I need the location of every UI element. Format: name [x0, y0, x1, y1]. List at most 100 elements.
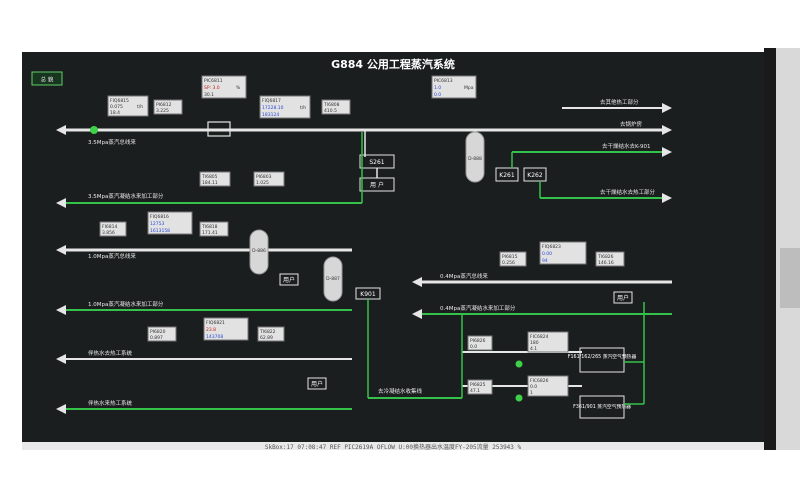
unit-k261-label: K261 — [499, 172, 515, 179]
faceplate-ti6822[interactable]: TI6822 62.89 — [257, 326, 285, 342]
unit-k261[interactable] — [495, 167, 519, 182]
unit-user[interactable] — [359, 177, 395, 192]
label-hp-steam-main: 3.5Mpa蒸汽总线来 — [88, 138, 136, 146]
process-diagram: G884 公用工程蒸汽系统 总 貌 3.5Mpa蒸汽总线来 去其他热工部分 去锅… — [31, 57, 672, 419]
bezel-top — [0, 0, 800, 52]
page-title: G884 公用工程蒸汽系统 — [331, 57, 455, 71]
overview-button[interactable] — [31, 71, 63, 86]
arrow-icon — [412, 309, 422, 319]
svg-text:0.256: 0.256 — [502, 260, 515, 266]
faceplate-fiq6816[interactable]: FIQ6816 12753 1613158 — [147, 211, 193, 235]
label-hp-condensate: 3.5Mpa蒸汽凝结水来加工部分 — [88, 192, 164, 200]
faceplate-fic6826[interactable]: FIC6826 0.0 1 — [527, 375, 569, 397]
heater-2-label: F361/901 蒸汽空气预热器 — [573, 403, 631, 410]
svg-text:PIC6813: PIC6813 — [434, 78, 453, 84]
faceplate-fi6814[interactable]: FI6814 3.856 — [99, 221, 127, 237]
faceplate-pi6815[interactable]: PI6815 0.256 — [499, 251, 527, 267]
valve-icon[interactable] — [515, 360, 523, 368]
svg-text:180: 180 — [530, 340, 539, 346]
arrow-icon — [56, 245, 66, 255]
svg-text:410.5: 410.5 — [324, 108, 337, 114]
svg-text:23.8: 23.8 — [206, 327, 216, 333]
svg-text:TI6805: TI6805 — [201, 174, 218, 180]
vessel-d888[interactable] — [465, 131, 485, 183]
svg-text:4.1: 4.1 — [530, 346, 537, 352]
overview-button-label: 总 貌 — [41, 76, 54, 84]
faceplate-fiq6815[interactable]: FIQ6815 0.075 18.4 t/h — [107, 95, 149, 117]
unit-k901-label: K901 — [360, 291, 376, 298]
faceplate-fiq6817[interactable]: FIQ6817 17228.10 183124 t/h — [259, 95, 311, 119]
svg-text:FI6814: FI6814 — [102, 224, 118, 230]
faceplate-pi6803[interactable]: PI6803 1.025 — [253, 171, 285, 187]
svg-text:FIQ6815: FIQ6815 — [110, 98, 129, 104]
faceplate-fiq6821[interactable]: FIQ6821 23.8 143708 — [203, 317, 249, 341]
svg-text:183124: 183124 — [262, 112, 279, 118]
svg-text:FIQ6823: FIQ6823 — [542, 244, 561, 250]
bottom-area — [0, 450, 800, 500]
faceplate-pi6812[interactable]: PI6812 3.225 — [153, 99, 183, 115]
svg-text:TI6818: TI6818 — [201, 224, 218, 230]
svg-text:PIC6811: PIC6811 — [204, 78, 223, 84]
svg-text:FIC6824: FIC6824 — [530, 334, 549, 340]
unit-user[interactable] — [307, 377, 327, 390]
vessel-d888-label: D-888 — [468, 156, 482, 162]
heater-2[interactable] — [579, 395, 625, 419]
svg-text:3.856: 3.856 — [102, 230, 115, 236]
svg-text:PI6815: PI6815 — [502, 254, 518, 260]
faceplate-pi6825[interactable]: PI6825 47.1 — [467, 379, 493, 395]
svg-text:62.89: 62.89 — [260, 335, 273, 341]
svg-text:1: 1 — [530, 390, 533, 396]
label-hot-water-return: 伴热水来热工系统 — [88, 399, 133, 407]
label-lp-steam-main: 0.4Mpa蒸汽总线来 — [440, 272, 488, 280]
faceplate-ti6818[interactable]: TI6818 171.41 — [199, 221, 229, 237]
svg-text:30.1: 30.1 — [204, 92, 214, 98]
unit-user[interactable] — [279, 273, 299, 286]
svg-text:PI6812: PI6812 — [156, 102, 172, 108]
svg-text:FIC6826: FIC6826 — [530, 378, 549, 384]
svg-text:PI6826: PI6826 — [470, 338, 486, 344]
svg-text:PI6803: PI6803 — [256, 174, 272, 180]
svg-text:0.0: 0.0 — [434, 92, 441, 98]
faceplate-pi6820[interactable]: PI6820 0.897 — [147, 326, 177, 342]
label-mp-condensate: 1.0Mpa蒸汽凝结水来加工部分 — [88, 300, 164, 308]
faceplate-fiq6823[interactable]: FIQ6823 0.00 94 — [539, 241, 587, 265]
svg-text:17228.10: 17228.10 — [262, 105, 284, 111]
svg-text:1613158: 1613158 — [150, 228, 170, 234]
label-lp-condensate: 0.4Mpa蒸汽凝结水来加工部分 — [440, 304, 516, 312]
faceplate-ti6808[interactable]: TI6808 410.5 — [321, 99, 351, 115]
faceplate-pic6813[interactable]: PIC6813 1.0 0.0 Mpa — [431, 75, 477, 99]
control-valve[interactable] — [207, 121, 231, 137]
label-to-header: 去冷凝结水收集线 — [378, 387, 423, 395]
svg-text:18.4: 18.4 — [110, 110, 120, 116]
arrow-icon — [56, 125, 66, 135]
unit-user[interactable] — [613, 291, 633, 304]
faceplate-ti6826[interactable]: TI6826 146.16 — [595, 251, 625, 267]
svg-text:t/h: t/h — [137, 104, 143, 110]
svg-text:47.1: 47.1 — [470, 388, 480, 394]
svg-text:PI6820: PI6820 — [150, 329, 166, 335]
faceplate-ti6805[interactable]: TI6805 184.11 — [199, 171, 231, 187]
faceplate-pi6826[interactable]: PI6826 0.0 — [467, 335, 493, 351]
arrow-icon — [662, 193, 672, 203]
unit-k262[interactable] — [523, 167, 547, 182]
arrow-icon — [56, 404, 66, 414]
valve-icon[interactable] — [515, 394, 523, 402]
vessel-d887-label: D-887 — [326, 276, 340, 282]
svg-text:FIQ6821: FIQ6821 — [206, 320, 225, 326]
arrow-icon — [56, 198, 66, 208]
svg-text:PI6825: PI6825 — [470, 382, 486, 388]
vessel-d886[interactable] — [249, 229, 269, 275]
vessel-d887[interactable] — [323, 256, 343, 302]
svg-text:184.11: 184.11 — [202, 180, 218, 186]
heater-1[interactable] — [579, 347, 625, 373]
arrow-icon — [662, 147, 672, 157]
valve-icon[interactable] — [90, 126, 98, 134]
arrow-icon — [662, 125, 672, 135]
arrow-icon — [56, 354, 66, 364]
faceplate-fic6824[interactable]: FIC6824 180 4.1 — [527, 331, 569, 353]
faceplate-pic6811[interactable]: PIC6811 SP: 3.0 30.1 % — [201, 75, 247, 99]
label-to-other: 去其他热工部分 — [600, 98, 639, 106]
svg-text:0.00: 0.00 — [542, 251, 552, 257]
svg-text:0.897: 0.897 — [150, 335, 163, 341]
svg-text:143708: 143708 — [206, 334, 223, 340]
